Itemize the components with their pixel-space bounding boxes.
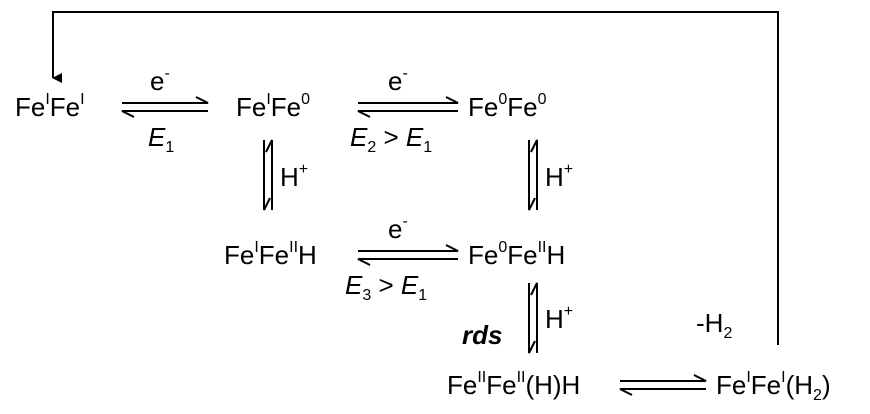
label-p1-proton: H+: [280, 161, 309, 192]
equilibrium-arrow-h2: [619, 374, 707, 396]
equilibrium-arrow-p2: [528, 139, 538, 211]
label-e3-electron: e-: [388, 213, 408, 244]
species-fe1-fe1-h2: FeIFeI(H2): [716, 369, 831, 404]
label-p3-proton: H+: [545, 303, 574, 334]
label-e2-potential: E2 > E1: [350, 122, 433, 156]
equilibrium-arrow-e2: [357, 96, 459, 118]
species-fe1-fe1: FeIFeI: [15, 91, 85, 122]
label-e1-electron: e-: [150, 65, 170, 96]
label-e1-potential: E1: [148, 122, 175, 156]
label-h2-loss: -H2: [696, 308, 733, 342]
species-fe2-fe2-h-h: FeIIFeII(H)H: [447, 369, 581, 400]
equilibrium-arrow-e3: [357, 244, 459, 266]
equilibrium-arrow-p3: [528, 282, 538, 354]
label-e3-potential: E3 > E1: [345, 270, 428, 304]
equilibrium-arrow-p1: [263, 139, 273, 211]
species-fe0-fe2-h: Fe0FeIIH: [468, 239, 566, 270]
equilibrium-arrow-e1: [121, 96, 209, 118]
return-loop-line: [52, 11, 779, 345]
species-fe1-fe0: FeIFe0: [236, 91, 311, 122]
label-rds: rds: [462, 320, 503, 350]
species-fe1-fe2-h: FeIFeIIH: [224, 239, 317, 270]
label-p2-proton: H+: [545, 161, 574, 192]
species-fe0-fe0: Fe0Fe0: [468, 91, 547, 122]
label-e2-electron: e-: [388, 65, 408, 96]
